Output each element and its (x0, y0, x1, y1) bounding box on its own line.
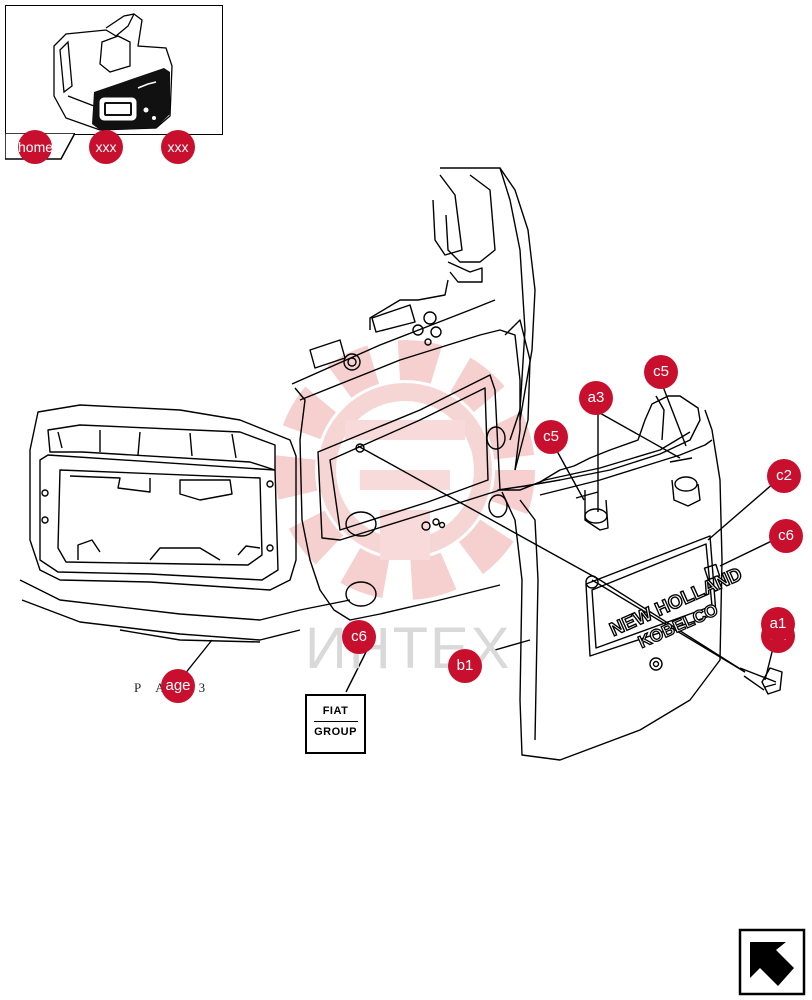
watermark-gear-icon (275, 340, 535, 600)
decal-lettering: NEW HOLLAND KOBELCO (606, 563, 746, 652)
callout-a3[interactable]: a3 (579, 381, 613, 415)
fiat-group-label: FIAT GROUP (305, 694, 366, 754)
fiat-label-divider (313, 721, 358, 722)
callout-c5-right[interactable]: c5 (644, 355, 678, 389)
callout-a1[interactable]: a1 (761, 607, 795, 641)
fiat-label-line1: FIAT (322, 705, 349, 717)
callout-c6-right[interactable]: c6 (769, 519, 803, 553)
callout-c5-left[interactable]: c5 (534, 420, 568, 454)
overview-thumbnail[interactable] (5, 5, 223, 135)
callout-c2[interactable]: c2 (767, 459, 801, 493)
xxx-button-2[interactable]: xxx (161, 130, 195, 164)
callout-c6-fiat[interactable]: c6 (342, 620, 376, 654)
page-ref-number: 3 (198, 680, 212, 695)
page-reference: P A 3 (134, 680, 211, 696)
excavator-thumbnail-drawing (53, 13, 173, 131)
callout-b1[interactable]: b1 (448, 649, 482, 683)
return-arrow-icon[interactable] (738, 928, 806, 996)
xxx-button-1[interactable]: xxx (89, 130, 123, 164)
fiat-label-line2: GROUP (314, 726, 357, 738)
page-ref-prefix: P A (134, 680, 171, 695)
page-link-badge[interactable]: age (161, 669, 195, 703)
home-button[interactable]: home (18, 130, 52, 164)
